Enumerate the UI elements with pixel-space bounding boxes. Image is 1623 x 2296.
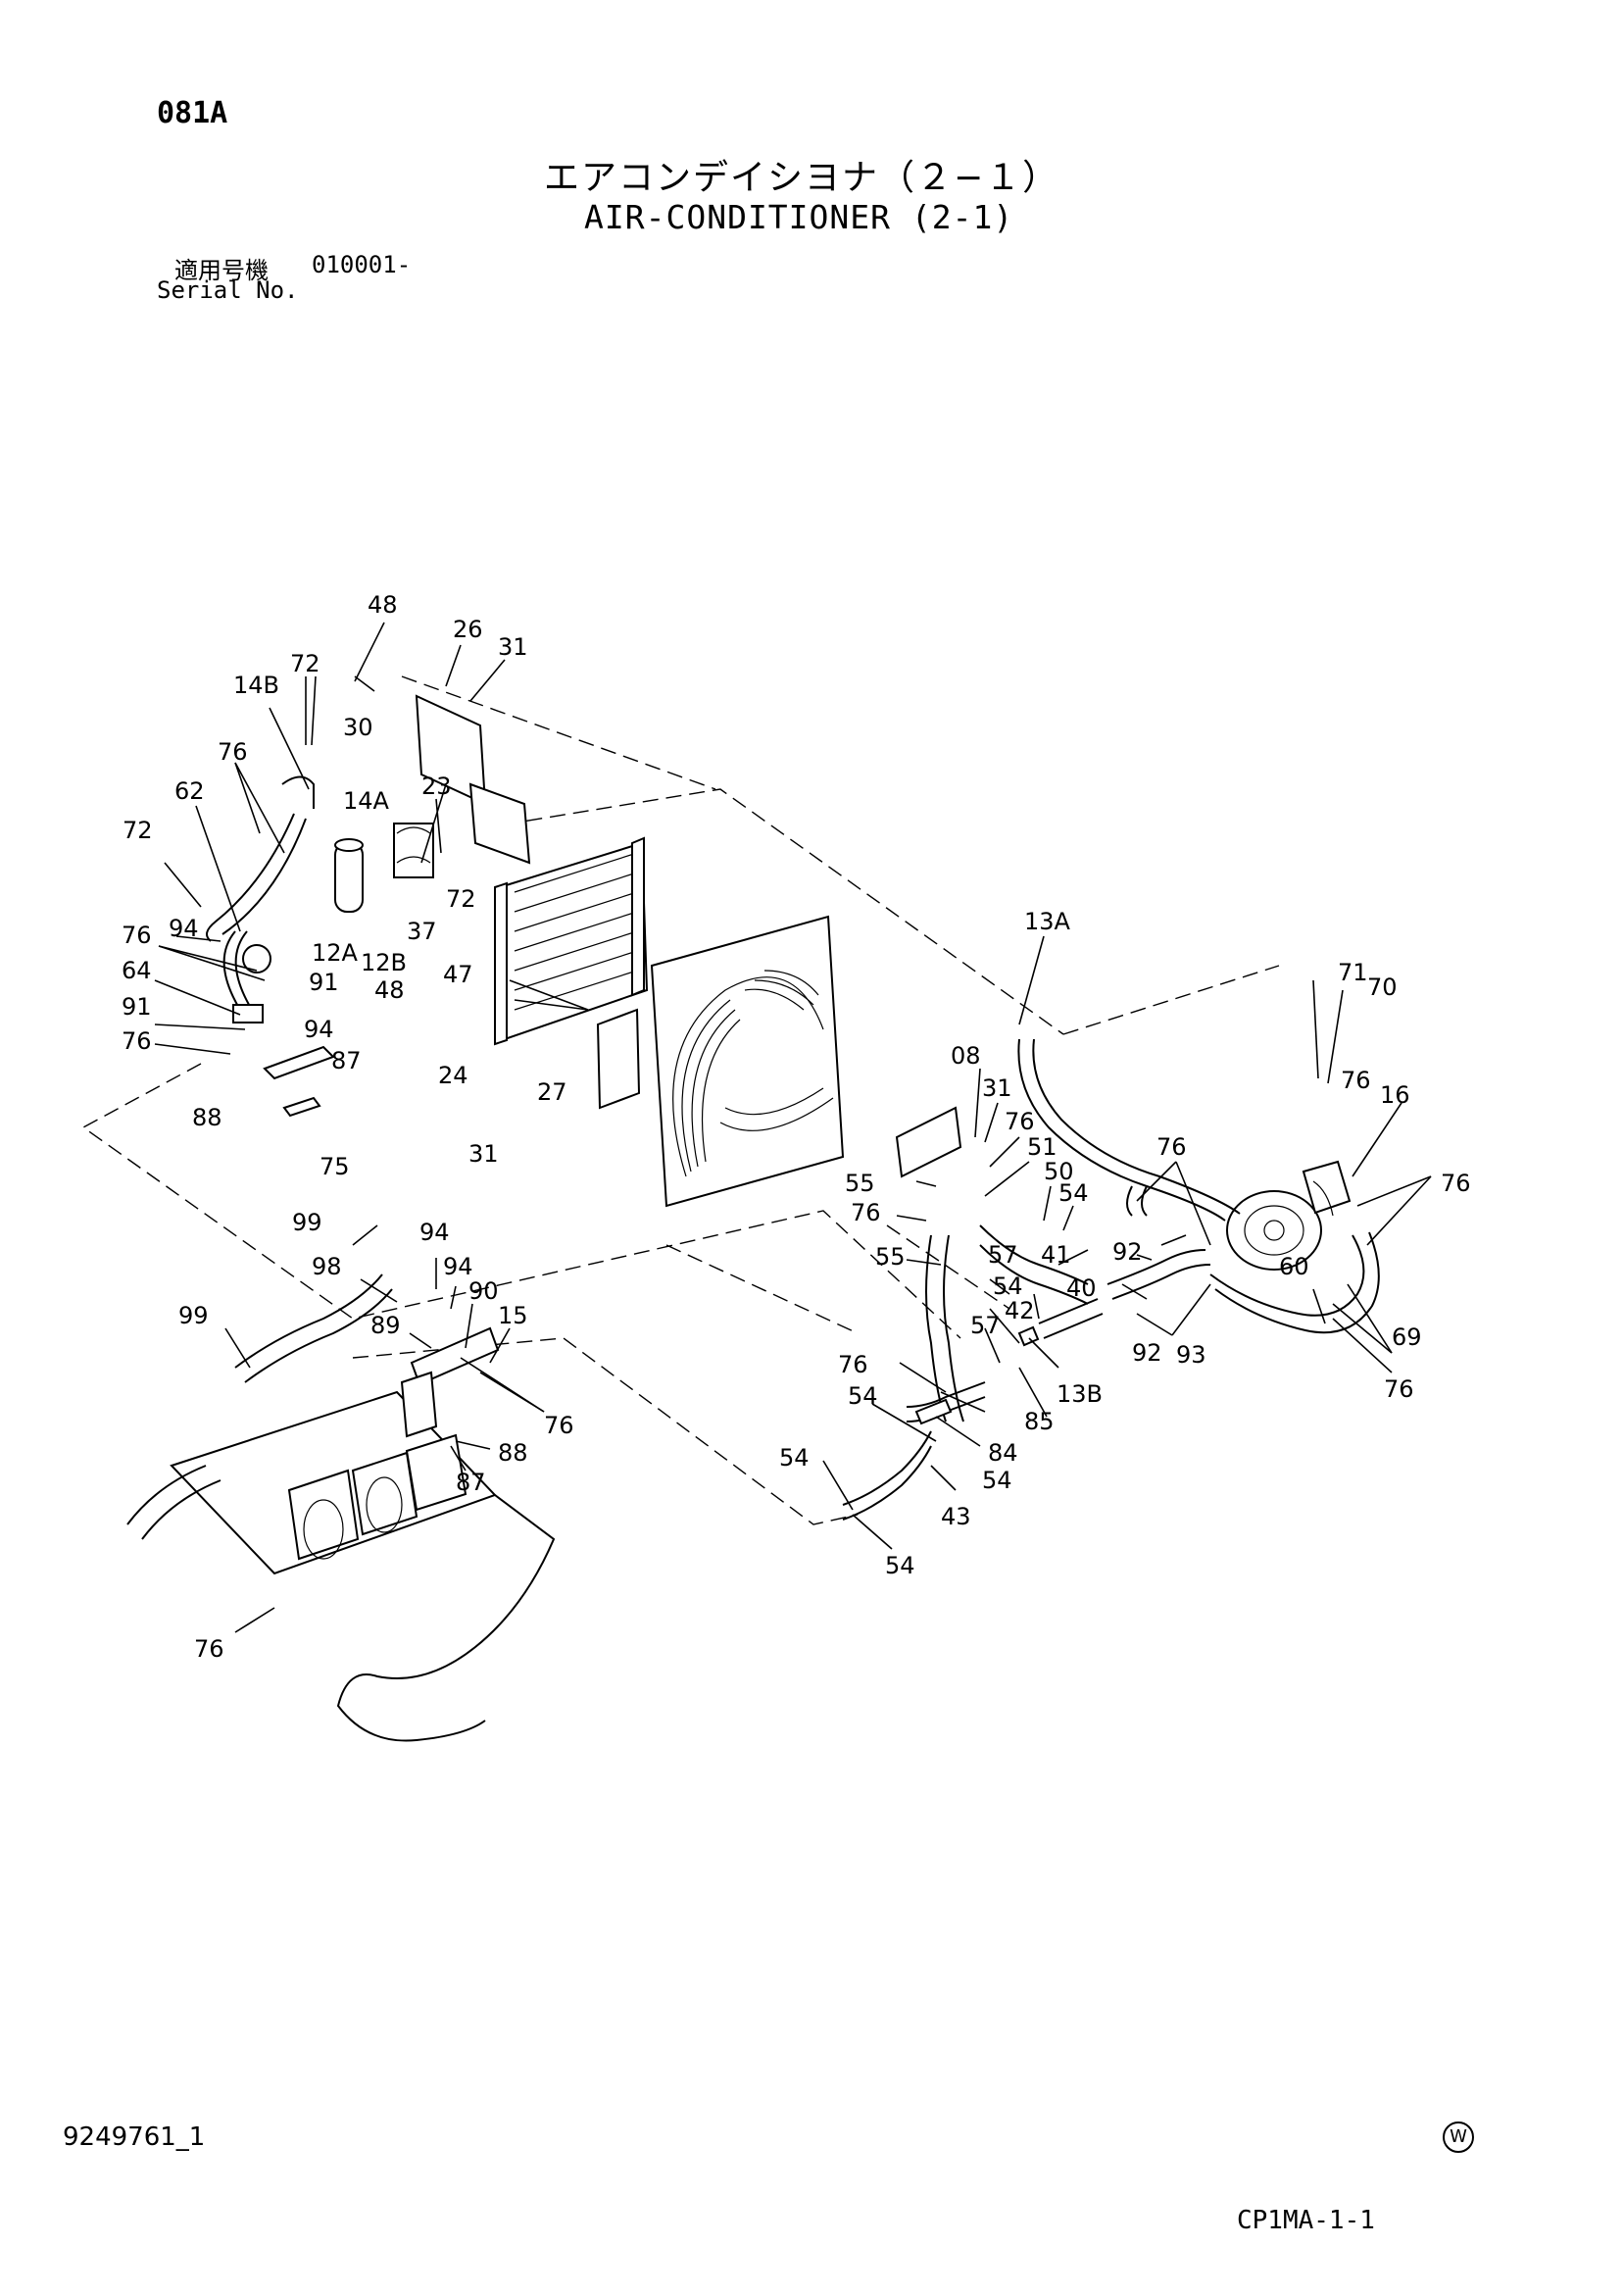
callout-label: 31 xyxy=(982,1074,1012,1102)
page-code: 081A xyxy=(157,96,228,130)
callout-label: 76 xyxy=(1441,1170,1471,1197)
callout-label: 60 xyxy=(1279,1253,1309,1280)
callout-label: 76 xyxy=(218,738,248,766)
callout-label: 27 xyxy=(537,1078,567,1106)
callout-label: 76 xyxy=(1341,1067,1371,1094)
condenser xyxy=(354,675,649,1110)
callout-label: 91 xyxy=(309,969,339,996)
callout-label: 94 xyxy=(304,1016,334,1043)
callout-label: 50 xyxy=(1044,1158,1074,1185)
callout-label: 57 xyxy=(970,1312,1001,1339)
callout-label: 48 xyxy=(368,591,398,619)
leader-lines xyxy=(154,622,1432,1633)
dashed-guide-lines xyxy=(81,675,1280,1525)
callout-label: 15 xyxy=(498,1302,528,1329)
heater-unit xyxy=(126,1273,556,1742)
callout-label: 55 xyxy=(845,1170,875,1197)
callout-label: 90 xyxy=(468,1277,499,1305)
callout-label: 87 xyxy=(456,1469,486,1496)
callout-label: 84 xyxy=(988,1439,1018,1467)
callout-label: 14A xyxy=(343,787,390,815)
callout-labels: 48 26 31 72 14B 30 14A 23 76 62 72 94 12… xyxy=(122,591,1471,1663)
callout-label: 48 xyxy=(374,976,405,1004)
callout-label: 13A xyxy=(1024,908,1071,935)
callout-label: 54 xyxy=(982,1467,1012,1494)
callout-label: 08 xyxy=(951,1042,981,1070)
callout-label: 88 xyxy=(498,1439,528,1467)
callout-label: 54 xyxy=(848,1382,878,1410)
callout-label: 47 xyxy=(443,961,473,988)
callout-label: 99 xyxy=(292,1209,322,1236)
callout-label: 76 xyxy=(1156,1133,1187,1161)
callout-label: 94 xyxy=(169,915,199,942)
callout-label: 76 xyxy=(544,1412,574,1439)
callout-label: 98 xyxy=(312,1253,342,1280)
callout-label: 30 xyxy=(343,714,373,741)
serial-label-english: Serial No. xyxy=(157,276,299,304)
callout-label: 69 xyxy=(1392,1323,1422,1351)
callout-label: 62 xyxy=(174,777,205,805)
document-id: 9249761_1 xyxy=(63,2122,206,2152)
callout-label: 75 xyxy=(320,1153,350,1180)
callout-label: 92 xyxy=(1112,1238,1143,1266)
callout-label: 94 xyxy=(419,1219,450,1246)
callout-label: 94 xyxy=(443,1253,473,1280)
callout-label: 54 xyxy=(1058,1179,1089,1207)
callout-label: 93 xyxy=(1176,1341,1206,1369)
callout-label: 42 xyxy=(1005,1297,1035,1324)
callout-label: 26 xyxy=(453,616,483,643)
callout-label: 72 xyxy=(290,650,320,677)
callout-label: 76 xyxy=(838,1351,868,1378)
w-circle-mark: W xyxy=(1443,2121,1474,2153)
callout-label: 89 xyxy=(370,1312,401,1339)
callout-label: 51 xyxy=(1027,1133,1057,1161)
callout-label: 99 xyxy=(178,1302,209,1329)
callout-label: 92 xyxy=(1132,1339,1162,1367)
callout-label: 76 xyxy=(1384,1375,1414,1403)
callout-label: 12B xyxy=(361,949,407,976)
callout-label: 72 xyxy=(123,817,153,844)
receiver-drier xyxy=(206,775,434,1118)
refrigerant-hoses xyxy=(842,1038,1380,1521)
callout-label: 71 xyxy=(1338,959,1368,986)
callout-label: 76 xyxy=(194,1635,224,1663)
callout-label: 13B xyxy=(1057,1380,1103,1408)
callout-label: 12A xyxy=(312,939,359,967)
callout-label: 54 xyxy=(885,1552,915,1579)
callout-label: 41 xyxy=(1041,1241,1071,1269)
callout-label: 54 xyxy=(779,1444,810,1472)
callout-label: 16 xyxy=(1380,1081,1410,1109)
page-reference: CP1MA-1-1 xyxy=(1237,2206,1375,2235)
callout-label: 23 xyxy=(421,773,452,800)
compressor xyxy=(1226,1160,1352,1271)
callout-label: 14B xyxy=(233,672,279,699)
callout-label: 24 xyxy=(438,1062,468,1089)
callout-label: 76 xyxy=(1005,1108,1035,1135)
serial-value: 010001- xyxy=(312,251,412,278)
serial-label-japanese: 適用号機 xyxy=(174,257,269,284)
callout-label: 54 xyxy=(993,1273,1023,1300)
callout-label: 70 xyxy=(1367,973,1398,1001)
radiator-fan-shroud xyxy=(650,915,845,1208)
callout-label: 76 xyxy=(122,922,152,949)
callout-label: 57 xyxy=(988,1241,1018,1269)
callout-label: 76 xyxy=(122,1027,152,1055)
callout-label: 31 xyxy=(468,1140,499,1168)
callout-label: 87 xyxy=(331,1047,362,1074)
callout-label: 91 xyxy=(122,993,152,1021)
callout-label: 40 xyxy=(1066,1274,1097,1302)
title-english: AIR-CONDITIONER (2-1) xyxy=(584,198,1014,236)
callout-label: 76 xyxy=(851,1199,881,1226)
callout-label: 31 xyxy=(498,633,528,661)
callout-label: 37 xyxy=(407,918,437,945)
callout-label: 55 xyxy=(875,1243,906,1271)
callout-label: 85 xyxy=(1024,1408,1055,1435)
callout-label: 64 xyxy=(122,957,152,984)
title-japanese: エアコンデイシヨナ（２−１） xyxy=(544,158,1060,198)
callout-label: 88 xyxy=(192,1104,222,1131)
callout-label: 43 xyxy=(941,1503,971,1530)
callout-label: 72 xyxy=(446,885,476,913)
